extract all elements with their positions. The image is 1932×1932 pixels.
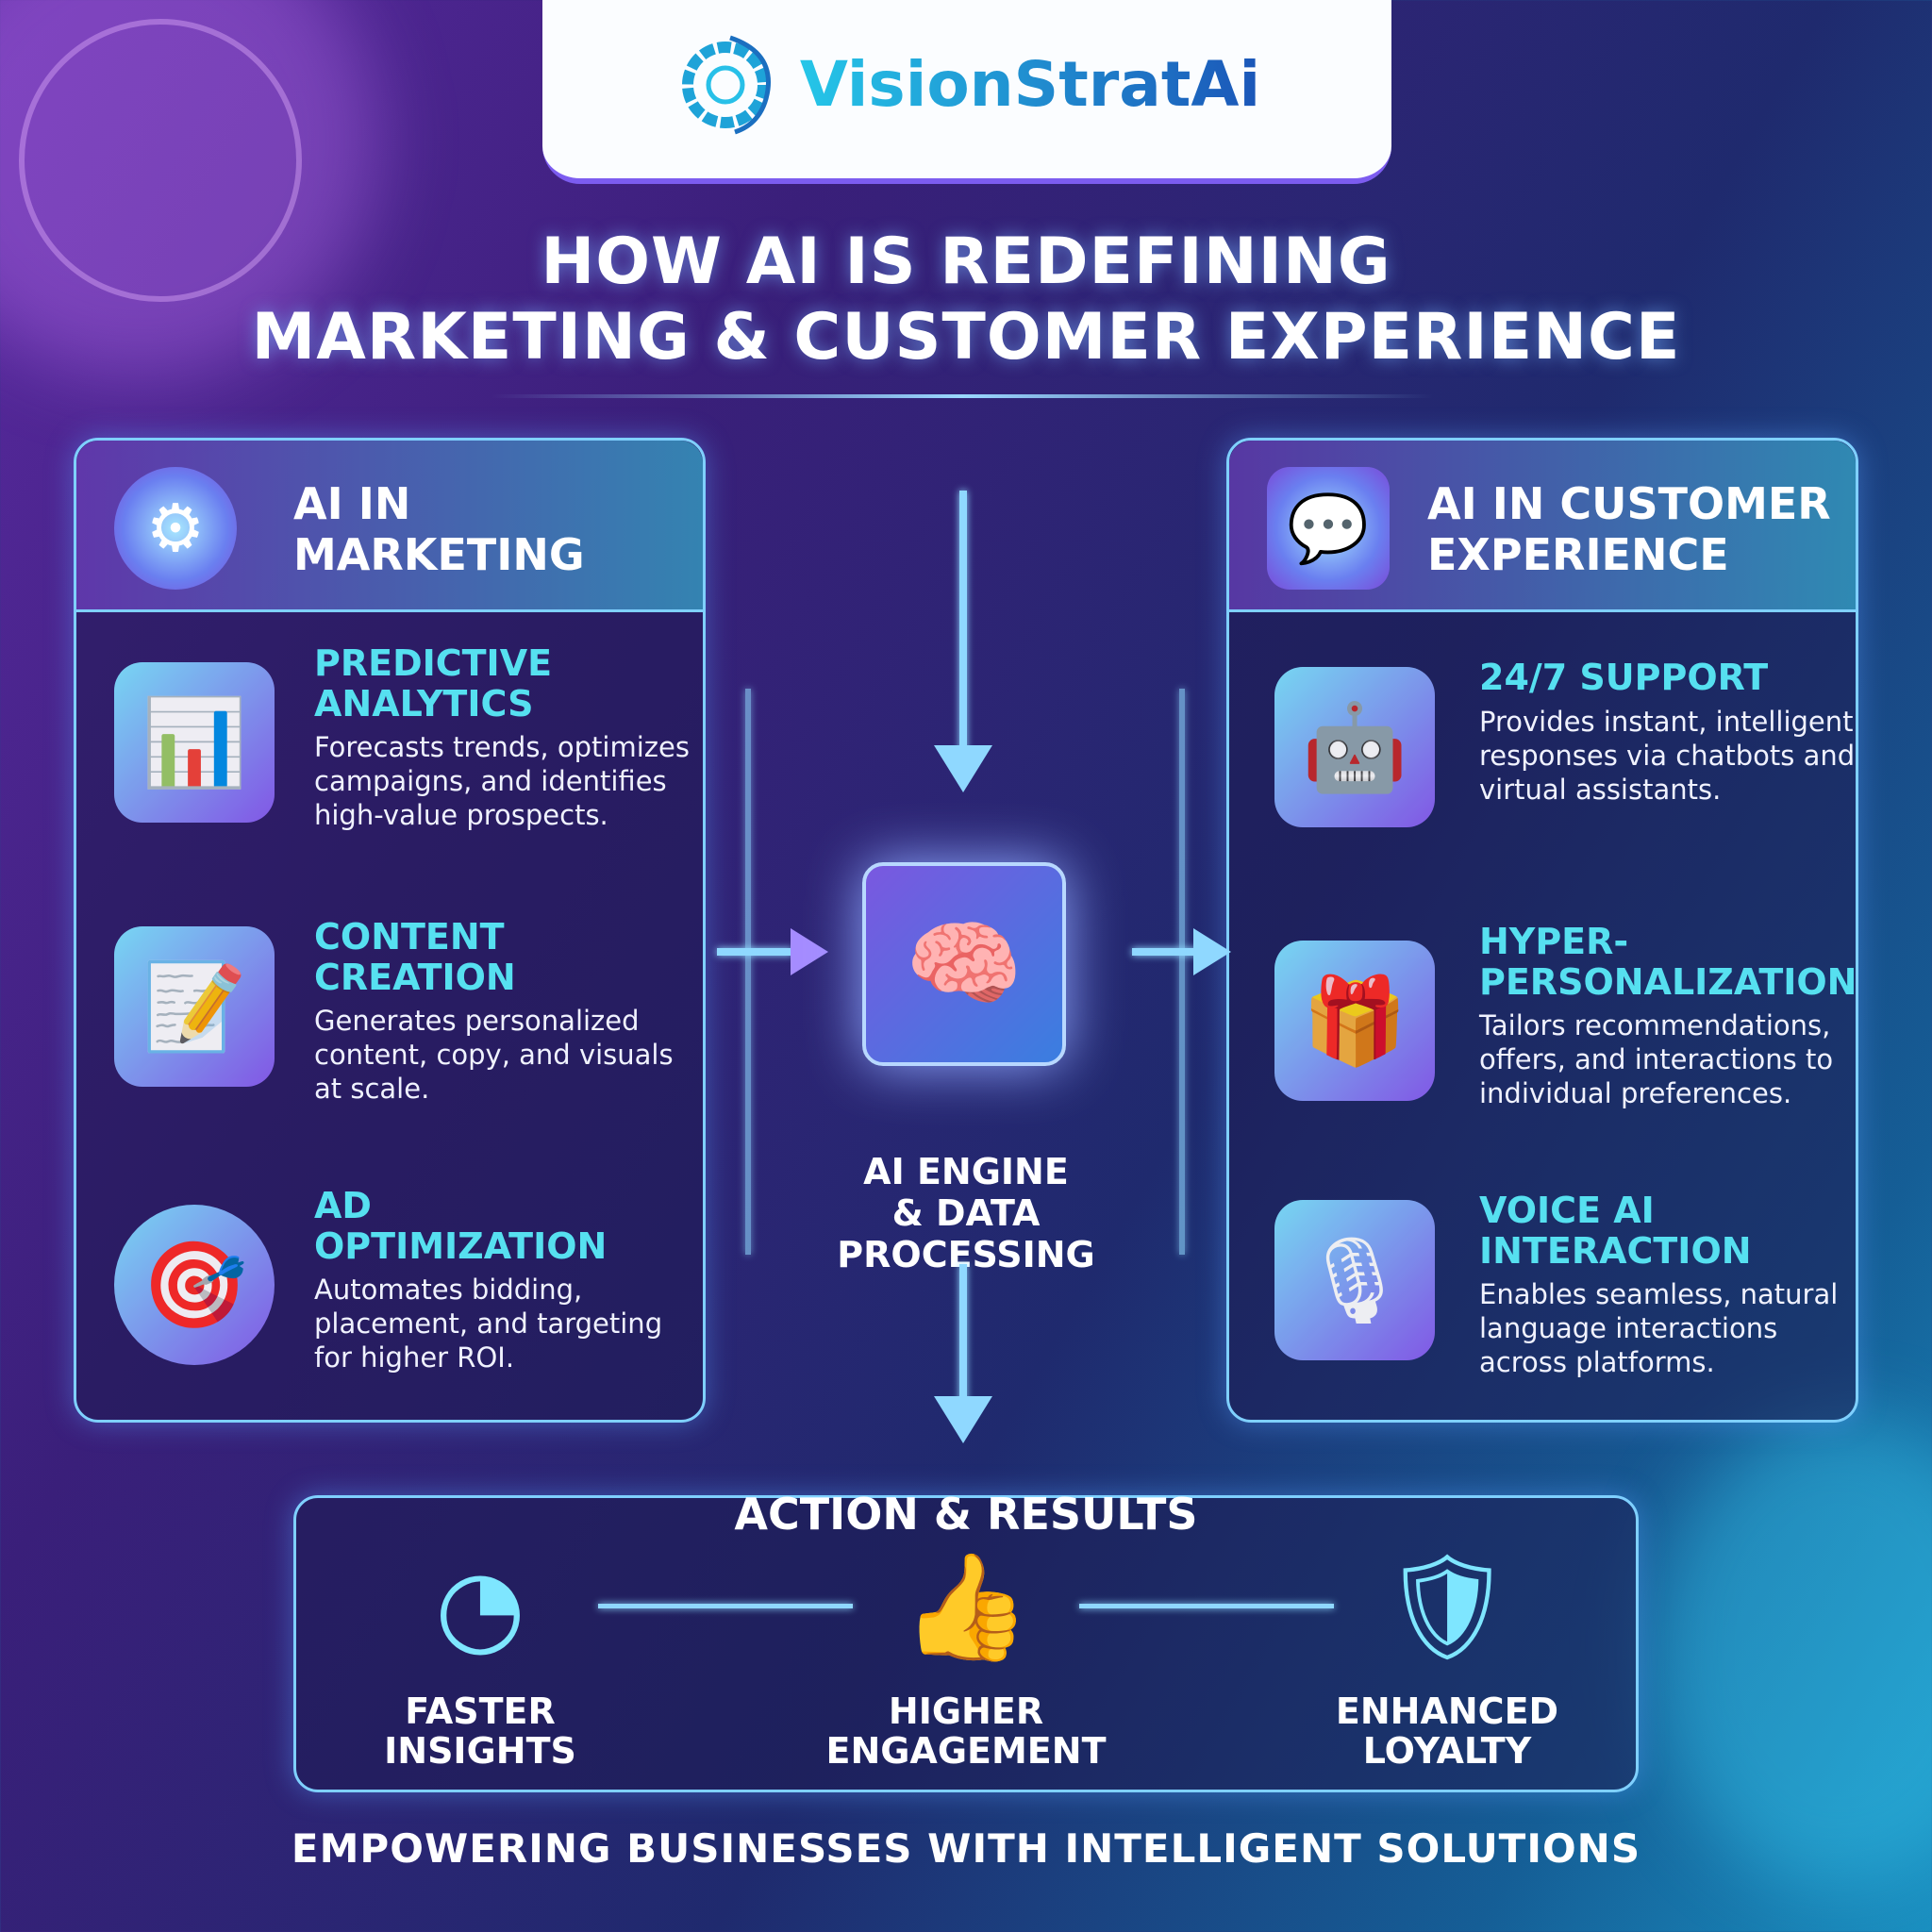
brain-gear-icon: ⚙ — [114, 467, 237, 590]
circuit-line — [745, 689, 751, 1255]
decorative-ring — [19, 19, 302, 302]
shield-heart-icon: 🛡 — [1381, 1545, 1513, 1667]
microphone-icon: 🎙 — [1274, 1200, 1435, 1360]
robot-headset-icon: 🤖 — [1274, 667, 1435, 827]
right-arrow-shaft — [1132, 948, 1198, 956]
chat-heart-icon: 💬 — [1267, 467, 1390, 590]
thumbs-up-growth-icon: 👍 — [901, 1545, 1031, 1667]
ai-document-pen-icon: 📝 — [114, 926, 275, 1087]
lion-eye-logo-icon — [681, 35, 771, 134]
item-description: Provides instant, intelligent responses … — [1479, 706, 1856, 806]
brand-name: VisionStratAi — [799, 48, 1261, 121]
item-description: Automates bidding, placement, and target… — [314, 1274, 663, 1374]
right-arrow-icon — [1193, 928, 1231, 975]
right-arrow-icon — [791, 928, 828, 975]
input-arrow-shaft — [959, 491, 967, 755]
item-description: Generates personalized content, copy, an… — [314, 1005, 674, 1105]
crystal-ball-chart-icon: 📊 — [114, 662, 275, 823]
connector-line — [598, 1604, 853, 1608]
speedometer-icon: ◔ — [435, 1546, 525, 1667]
title-divider — [491, 394, 1434, 398]
item-description: Enables seamless, natural language inter… — [1479, 1278, 1839, 1378]
logo-banner: VisionStratAi — [542, 0, 1391, 184]
person-gift-icon: 🎁 — [1274, 941, 1435, 1101]
item-description: Forecasts trends, optimizes campaigns, a… — [314, 731, 690, 831]
page-title-line1: HOW AI IS REDEFINING — [541, 225, 1391, 299]
circuit-line — [1179, 689, 1185, 1255]
page-title-line2: MARKETING & CUSTOMER EXPERIENCE — [251, 300, 1681, 375]
down-arrow-icon — [934, 1396, 992, 1443]
results-heading: ACTION & RESULTS — [734, 1489, 1198, 1540]
output-arrow-shaft — [959, 1264, 967, 1406]
connector-line — [1079, 1604, 1334, 1608]
left-arrow-shaft — [717, 948, 792, 956]
down-arrow-icon — [934, 745, 992, 792]
target-dollar-icon: 🎯 — [114, 1205, 275, 1365]
ai-chip-brain-icon: 🧠 — [862, 862, 1066, 1066]
item-description: Tailors recommendations, offers, and int… — [1479, 1009, 1834, 1109]
background-glow — [1651, 1415, 1932, 1887]
footer-tagline: EMPOWERING BUSINESSES WITH INTELLIGENT S… — [291, 1825, 1641, 1872]
